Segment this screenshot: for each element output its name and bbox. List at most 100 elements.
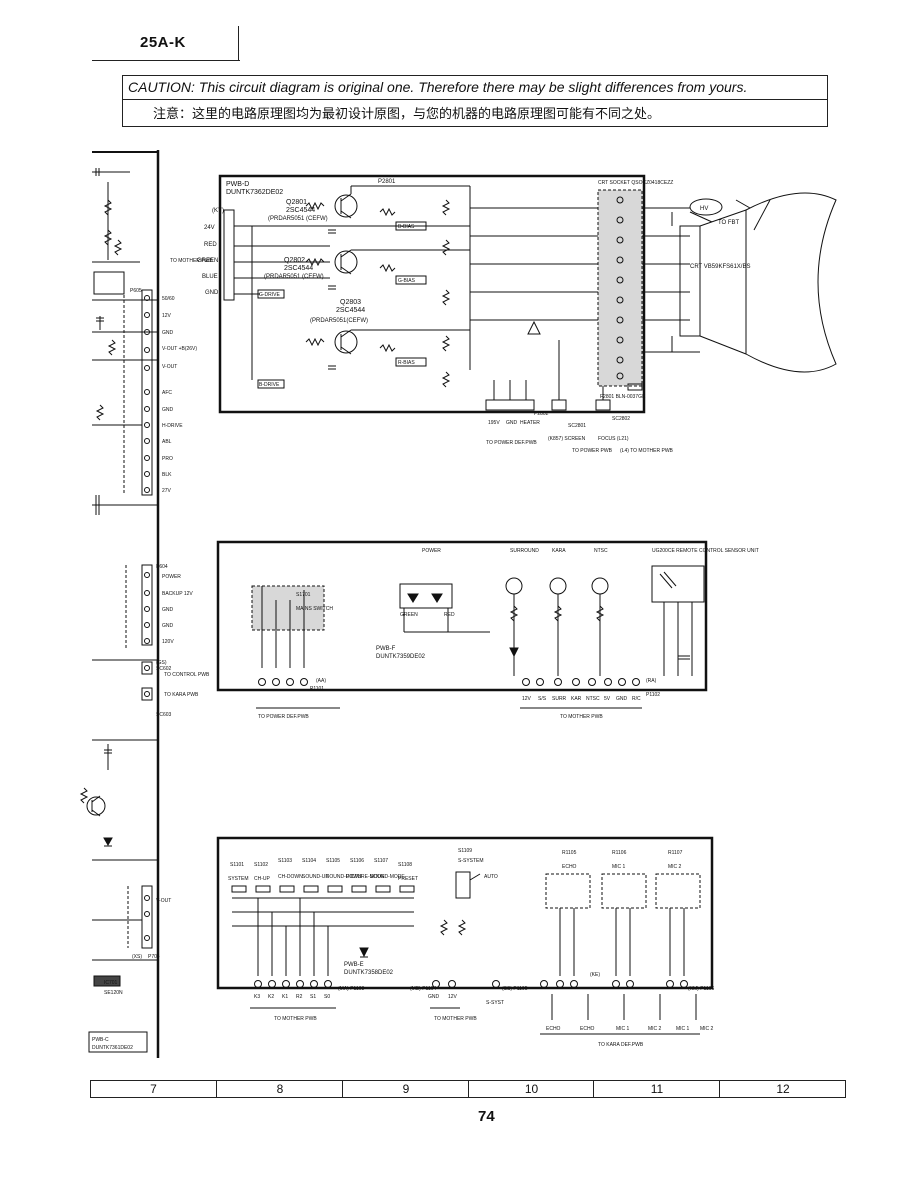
jack-r1106-label: MIC 1 — [612, 864, 626, 870]
p605-pin-2: GND — [162, 330, 174, 336]
connector-p1101: P1101 — [310, 686, 324, 692]
focus-label: FOCUS (L21) — [598, 436, 629, 442]
sc2802-label: SC2802 — [612, 416, 630, 422]
fuse-label: F2801 BLN-0037GE — [600, 394, 646, 400]
pwb-d-terminal: P2801 — [378, 179, 396, 185]
pwb-c-title: PWB-C — [92, 1037, 109, 1043]
p605-pin-0: 50/60 — [162, 296, 175, 302]
pin-5v: 5V — [604, 696, 611, 702]
q2802-alt: (PRDAR5051 (CEFW) — [264, 274, 324, 280]
pwb-d-input-2: GREEN — [197, 258, 218, 264]
q2803-type: 2SC4544 — [336, 307, 365, 314]
auto-label: AUTO — [484, 874, 498, 880]
p604-pin-1: BACKUP 12V — [162, 591, 193, 597]
p605-label: P605 — [130, 288, 142, 294]
to-control: TO CONTROL PWB — [164, 672, 210, 678]
connector-ke: (KE) — [590, 972, 600, 978]
pin-surr: SURR — [552, 696, 567, 702]
pwb-f-code: DUNTK7359DE02 — [376, 654, 426, 660]
p605-pin-10: BLK — [162, 472, 172, 478]
jack-r1106-ref: R1106 — [612, 850, 627, 856]
bias-label-3: R-BIAS — [398, 360, 415, 366]
connector-aa: (AA) — [316, 678, 326, 684]
pwb-d-input-4: GND — [205, 290, 219, 296]
pwb-d-to-mother: TO MOTHER PWB — [170, 258, 213, 264]
drive-label-0: G-DRIVE — [259, 292, 281, 298]
gs-label: (GS) — [156, 660, 167, 666]
jack-r1107-label: MIC 2 — [668, 864, 682, 870]
pwb-d-board — [218, 174, 646, 414]
jack-r1105-ref: R1105 — [562, 850, 577, 856]
p2802-label: P2802 — [534, 411, 549, 417]
pwb-d-input-0: 24V — [204, 225, 215, 231]
pwb-d-input-1: RED — [204, 242, 217, 248]
column-7: 7 — [150, 1082, 157, 1096]
column-12: 12 — [719, 1081, 846, 1097]
pin-gnd: GND — [506, 420, 518, 426]
p605-pin-5: AFC — [162, 390, 172, 396]
p605-pin-3: V-OUT +B(26V) — [162, 346, 197, 352]
button-ntsc: NTSC — [594, 548, 608, 554]
pwb-d-title: PWB-D — [226, 181, 249, 188]
model-number: 25A-K — [140, 34, 186, 51]
s1107-label: SOUND-MODE — [370, 874, 405, 880]
q2801-alt: (PRDAR5051 (CEFW) — [268, 216, 328, 222]
jack-r1105-label: ECHO — [562, 864, 577, 870]
q2803-ref: Q2803 — [340, 299, 361, 306]
screen-label: (K857) SCREEN — [548, 436, 586, 442]
p605-pin-6: GND — [162, 407, 174, 413]
to-mother-label: (L4) TO MOTHER PWB — [620, 448, 674, 454]
pin-k2: K2 — [268, 994, 274, 1000]
sc602-label: SC602 — [156, 666, 172, 672]
p704-label: P704 — [148, 954, 160, 960]
pin-12v: 12V — [522, 696, 532, 702]
xs-label: (XS) — [132, 954, 142, 960]
connector-ma: (MA) P1103 — [338, 986, 365, 992]
pwb-d-input-3: BLUE — [202, 274, 218, 280]
to-power-def: TO POWER DEF.PWB — [486, 440, 537, 446]
ke-pin-2: MIC 1 — [616, 1026, 630, 1032]
s1101-ref: S1101 — [230, 862, 244, 868]
p605-pin-1: 12V — [162, 313, 172, 319]
bias-label-1: B-BIAS — [398, 224, 415, 230]
s1108-label: PRESET — [398, 876, 418, 882]
s1106-ref: S1106 — [350, 858, 364, 864]
header-rule-vertical — [238, 26, 239, 61]
s1107-ref: S1107 — [374, 858, 388, 864]
s-system: S-SYSTEM — [458, 858, 484, 864]
led-green: GREEN — [400, 612, 418, 618]
connector-ra: (RA) — [646, 678, 657, 684]
crt-tube — [642, 192, 837, 373]
to-mother-f: TO MOTHER PWB — [560, 714, 603, 720]
ke-pin-0: ECHO — [546, 1026, 561, 1032]
s1103-label: CH-DOWN — [278, 874, 303, 880]
pwb-c-code: DUNTK7361DE02 — [92, 1045, 133, 1051]
pin-s-syst: S-SYST — [486, 1000, 504, 1006]
pin-gnd-e: GND — [428, 994, 440, 1000]
pwb-d-terminal-left: (KY) — [212, 208, 224, 214]
column-8: 8 — [216, 1081, 343, 1097]
p605-pin-8: ABL — [162, 439, 172, 445]
p605-pin-9: PRO — [162, 456, 173, 462]
to-power-def-f: TO POWER DEF.PWB — [258, 714, 309, 720]
pin-195v: 195V — [488, 420, 500, 426]
pwb-f-title: PWB-F — [376, 646, 396, 652]
column-9: 9 — [342, 1081, 469, 1097]
pin-s1: S1 — [310, 994, 316, 1000]
s1102-ref: S1102 — [254, 862, 268, 868]
pin-s0: S0 — [324, 994, 330, 1000]
caution-chinese: 注意：这里的电路原理图均为最初设计原图，与您的机器的电路原理图可能有不同之处。 — [153, 106, 661, 121]
bias-label-5: G-BIAS — [398, 278, 416, 284]
q2801-type: 2SC4544 — [286, 207, 315, 214]
s1105-ref: S1105 — [326, 858, 340, 864]
p605-pin-4: V-OUT — [162, 364, 177, 370]
pwb-e-board — [216, 836, 714, 1035]
q2802-type: 2SC4544 — [284, 265, 313, 272]
pin-gnd-f: GND — [616, 696, 628, 702]
pwb-f-board — [216, 540, 708, 709]
sc603-label: SC603 — [156, 712, 172, 718]
led-red: RED — [444, 612, 455, 618]
s1103-ref: S1103 — [278, 858, 292, 864]
drive-label-4: B-DRIVE — [259, 382, 280, 388]
s1108-ref: S1108 — [398, 862, 412, 868]
